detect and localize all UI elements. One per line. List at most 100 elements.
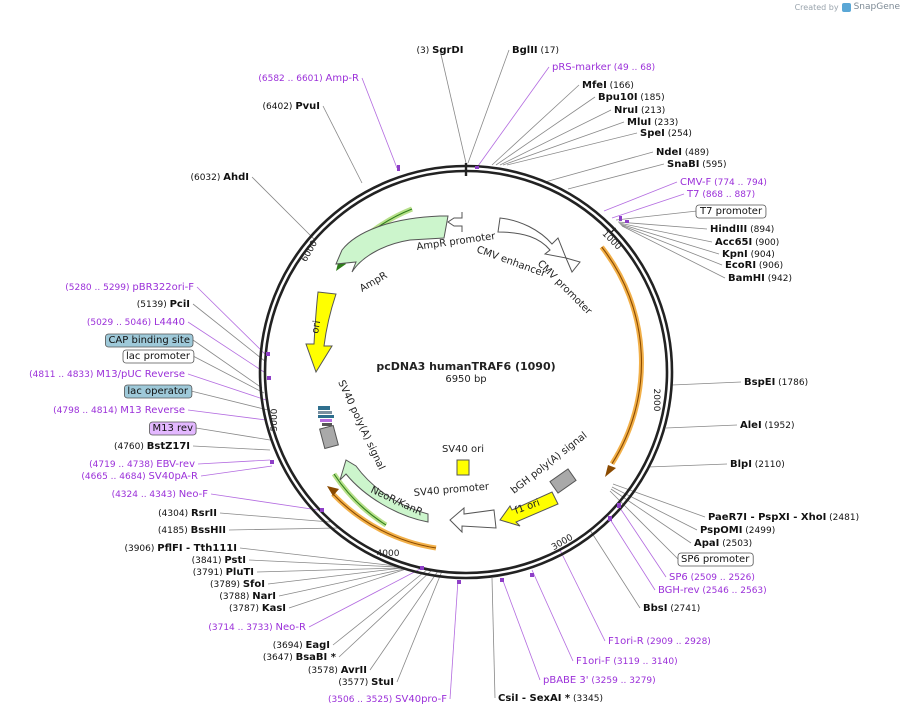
- label-bbsi[interactable]: BbsI (2741): [643, 603, 700, 614]
- label-pbr322ori-f[interactable]: (5280 .. 5299) pBR322ori-F: [65, 282, 194, 293]
- bgh-polya-feature[interactable]: [549, 468, 577, 494]
- label-hindiii[interactable]: HindIII (894): [710, 224, 774, 235]
- label-m13-rev[interactable]: M13 rev: [153, 423, 194, 434]
- label-blpi[interactable]: BlpI (2110): [730, 459, 785, 470]
- label-apai[interactable]: ApaI (2503): [694, 538, 752, 549]
- feature-box-sp6-promoter: [677, 552, 754, 567]
- label-kpni[interactable]: KpnI (904): [722, 249, 775, 260]
- leader-line-ndei: [544, 151, 654, 183]
- leader-line-ebv-rev: [197, 459, 271, 465]
- leader-line-cmv-f: [603, 181, 678, 212]
- bgh-polya-label: bGH poly(A) signal: [509, 430, 589, 496]
- label-neo-r[interactable]: (3714 .. 3733) Neo-R: [208, 622, 306, 633]
- label-ahdi[interactable]: (6032) AhdI: [190, 172, 249, 183]
- created-by-text: Created by: [794, 2, 839, 12]
- label-bglii[interactable]: BglII (17): [512, 45, 559, 56]
- label-cmv-f[interactable]: CMV-F (774 .. 794): [680, 177, 767, 188]
- label-nari[interactable]: (3788) NarI: [219, 591, 276, 602]
- label-nrui[interactable]: NruI (213): [614, 105, 665, 116]
- label-rsrii[interactable]: (4304) RsrII: [158, 508, 217, 519]
- label-bsshii[interactable]: (4185) BssHII: [158, 525, 226, 536]
- ori-label: ori: [310, 320, 323, 335]
- leader-line-pbabe-3: [501, 577, 541, 681]
- label-mlui[interactable]: MluI (233): [627, 117, 678, 128]
- label-bspei[interactable]: BspEI (1786): [744, 377, 808, 388]
- label-bpu10i[interactable]: Bpu10I (185): [598, 92, 665, 103]
- label-sgrdi[interactable]: (3) SgrDI: [417, 45, 464, 56]
- label-l4440[interactable]: (5029 .. 5046) L4440: [87, 317, 185, 328]
- f1-ori-arc-core: [601, 246, 642, 464]
- label-f1ori-r[interactable]: F1ori-R (2909 .. 2928): [608, 636, 711, 647]
- label-psti[interactable]: (3841) PstI: [192, 555, 246, 566]
- label-bstz17i[interactable]: (4760) BstZ17I: [114, 441, 190, 452]
- label-paer7i-pspxi-xhoi[interactable]: PaeR7I - PspXI - XhoI (2481): [708, 512, 859, 523]
- label-snabi[interactable]: SnaBI (595): [667, 159, 726, 170]
- leader-line-snabi: [567, 163, 665, 190]
- label-cap-binding-site[interactable]: CAP binding site: [108, 335, 190, 346]
- label-bsabi[interactable]: (3647) BsaBI *: [263, 652, 337, 663]
- label-f1ori-f[interactable]: F1ori-F (3119 .. 3140): [576, 656, 678, 667]
- label-pbabe-3[interactable]: pBABE 3' (3259 .. 3279): [543, 675, 656, 686]
- label-bamhi[interactable]: BamHI (942): [728, 273, 792, 284]
- label-lac-operator[interactable]: lac operator: [127, 386, 188, 397]
- f1-ori-feature-arrow[interactable]: [499, 491, 559, 527]
- leader-line-sfoi: [267, 567, 403, 585]
- leader-line-sp6: [617, 504, 667, 578]
- label-acc65i[interactable]: Acc65I (900): [715, 237, 779, 248]
- label-stui[interactable]: (3577) StuI: [338, 677, 394, 688]
- label-ndei[interactable]: NdeI (489): [656, 147, 709, 158]
- ampr-promoter-arrow[interactable]: [447, 212, 463, 232]
- label-kasi[interactable]: (3787) KasI: [229, 603, 286, 614]
- sv40-promoter-arrow[interactable]: [449, 506, 497, 534]
- label-spei[interactable]: SpeI (254): [640, 128, 692, 139]
- label-m13-puc-reverse[interactable]: (4811 .. 4833) M13/pUC Reverse: [29, 369, 185, 380]
- label-sfoi[interactable]: (3789) SfoI: [210, 579, 265, 590]
- label-sp6-promoter[interactable]: SP6 promoter: [681, 554, 750, 565]
- label-sv40pa-r[interactable]: (4665 .. 4684) SV40pA-R: [81, 471, 198, 482]
- label-ebv-rev[interactable]: (4719 .. 4738) EBV-rev: [89, 459, 195, 470]
- label-t7[interactable]: T7 (868 .. 887): [686, 189, 755, 200]
- label-ecori[interactable]: EcoRI (906): [725, 260, 783, 271]
- label-pflfi-tth111i[interactable]: (3906) PflFI - Tth111I: [124, 543, 237, 554]
- label-sv40pro-f[interactable]: (3506 .. 3525) SV40pro-F: [328, 694, 447, 705]
- leader-line-m13-puc-reverse: [187, 373, 267, 401]
- leader-line-bamhi: [621, 225, 726, 279]
- label-pluti[interactable]: (3791) PluTI: [193, 567, 254, 578]
- neo-arc-head: [327, 486, 339, 496]
- label-avrii[interactable]: (3578) AvrII: [308, 665, 367, 676]
- label-neo-f[interactable]: (4324 .. 4343) Neo-F: [112, 489, 209, 500]
- leader-line-bsabi: [338, 569, 433, 658]
- ori-feature-arrow[interactable]: [305, 291, 337, 374]
- sv40-polya-feature[interactable]: [319, 424, 339, 450]
- leader-line-apai: [610, 488, 692, 544]
- ampr-feature-arrow[interactable]: [335, 215, 449, 273]
- sv40-ori-feature[interactable]: [456, 459, 470, 476]
- label-t7-promoter[interactable]: T7 promoter: [699, 206, 763, 217]
- label-pvui[interactable]: (6402) PvuI: [263, 101, 320, 112]
- label-mfei[interactable]: MfeI (166): [582, 80, 634, 91]
- label-sp6[interactable]: SP6 (2509 .. 2526): [669, 572, 755, 583]
- neor-feature-arrow[interactable]: [339, 459, 429, 523]
- label-amp-r[interactable]: (6582 .. 6601) Amp-R: [258, 73, 359, 84]
- leader-line-pflfi-tth111i: [239, 547, 397, 567]
- leader-line-lac-operator: [190, 390, 269, 411]
- label-alei[interactable]: AleI (1952): [740, 420, 794, 431]
- label-pspomi[interactable]: PspOMI (2499): [700, 525, 775, 536]
- leader-line-f1ori-f: [531, 569, 574, 662]
- label-prs-marker[interactable]: pRS-marker (49 .. 68): [552, 62, 655, 73]
- feature-box-lac-promoter: [122, 349, 195, 364]
- label-bgh-rev[interactable]: BGH-rev (2546 .. 2563): [658, 585, 767, 596]
- label-pcii[interactable]: (5139) PciI: [137, 299, 190, 310]
- label-eagi[interactable]: (3694) EagI: [273, 640, 330, 651]
- label-csii-sexai[interactable]: CsiI - SexAI * (3345): [498, 693, 603, 704]
- sv40-polya-label: SV40 poly(A) signal: [335, 379, 386, 472]
- ampr-label: AmpR: [358, 270, 389, 294]
- label-m13-reverse[interactable]: (4798 .. 4814) M13 Reverse: [53, 405, 185, 416]
- cmv-enhancer-arrow[interactable]: [497, 217, 567, 259]
- leader-line-pluti: [256, 567, 401, 573]
- leader-line-sgrdi: [439, 49, 467, 164]
- app-name: SnapGene: [853, 2, 900, 12]
- cmv-promoter-arrow[interactable]: [565, 257, 581, 273]
- label-lac-promoter[interactable]: lac promoter: [126, 351, 191, 362]
